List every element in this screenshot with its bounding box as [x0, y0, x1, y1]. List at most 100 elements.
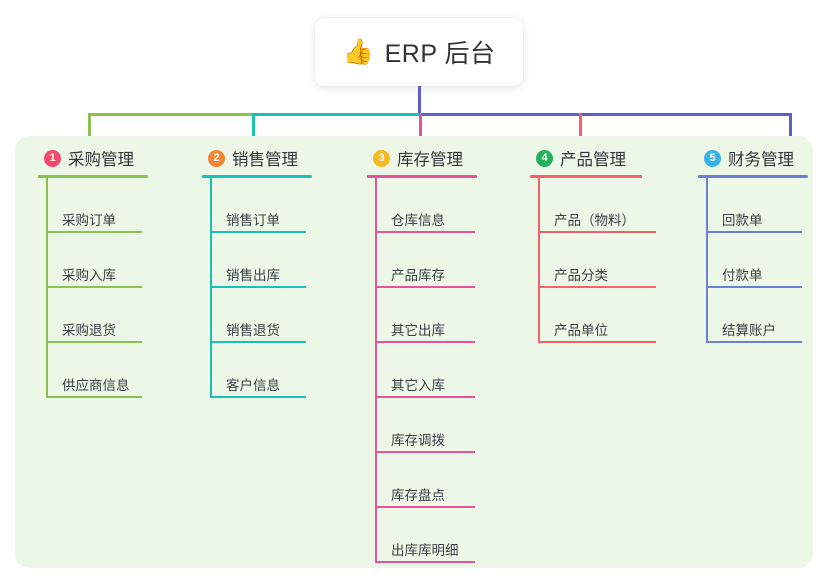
branch-item-label: 其它出库: [391, 323, 445, 338]
bus-segment-2: [252, 113, 420, 116]
branch-item[interactable]: 产品库存: [375, 233, 477, 288]
branch-item-underline: [375, 396, 475, 398]
bus-segment-3: [419, 113, 790, 116]
branch-header-rule: [202, 175, 312, 178]
branch-item[interactable]: 销售退货: [210, 288, 312, 343]
branch-item-label: 供应商信息: [62, 378, 130, 393]
branch-item[interactable]: 销售出库: [210, 233, 312, 288]
branch-item-label: 付款单: [722, 268, 763, 283]
branch-header-rule: [38, 175, 148, 178]
branch-item-underline: [46, 231, 142, 233]
branch-header-rule: [530, 175, 642, 178]
branch-number-badge: 1: [44, 149, 61, 167]
root-node-content: 👍 ERP 后台: [342, 34, 495, 70]
branch-item-list: 采购订单采购入库采购退货供应商信息: [46, 178, 148, 398]
branch-column-5: 5 财务管理回款单付款单结算账户: [698, 145, 808, 343]
branch-item-label: 产品库存: [391, 268, 445, 283]
branch-item[interactable]: 回款单: [706, 178, 808, 233]
branch-number-badge: 4: [536, 149, 553, 167]
branch-item[interactable]: 产品（物料）: [538, 178, 656, 233]
branch-item[interactable]: 采购订单: [46, 178, 148, 233]
branch-number-badge: 2: [208, 149, 225, 167]
branch-title: 财务管理: [728, 151, 794, 169]
branch-item[interactable]: 客户信息: [210, 343, 312, 398]
branch-item-label: 采购订单: [62, 213, 116, 228]
branch-item-underline: [375, 341, 475, 343]
branch-column-2: 2 销售管理销售订单销售出库销售退货客户信息: [202, 145, 312, 398]
thumbs-up-icon: 👍: [342, 37, 374, 66]
branch-item-label: 其它入库: [391, 378, 445, 393]
branch-item-list: 仓库信息产品库存其它出库其它入库库存调拨库存盘点出库库明细: [375, 178, 477, 563]
branch-item-label: 回款单: [722, 213, 763, 228]
branch-item-underline: [706, 286, 802, 288]
branch-item-underline: [210, 396, 306, 398]
branch-item[interactable]: 结算账户: [706, 288, 808, 343]
branch-spine-line: [375, 178, 377, 563]
branch-item-label: 产品单位: [554, 323, 608, 338]
branch-header-5[interactable]: 5 财务管理: [698, 145, 808, 171]
branch-item-label: 产品（物料）: [554, 213, 635, 228]
branch-item-label: 销售订单: [226, 213, 280, 228]
branch-item-underline: [46, 286, 142, 288]
branch-item-underline: [538, 286, 656, 288]
branch-item-label: 客户信息: [226, 378, 280, 393]
branch-item[interactable]: 销售订单: [210, 178, 312, 233]
branch-item-list: 回款单付款单结算账户: [706, 178, 808, 343]
branch-item[interactable]: 其它出库: [375, 288, 477, 343]
branch-item-underline: [210, 341, 306, 343]
branch-item-underline: [46, 396, 142, 398]
branch-item-underline: [210, 231, 306, 233]
branch-item[interactable]: 采购入库: [46, 233, 148, 288]
branch-item-underline: [46, 341, 142, 343]
branch-spine-line: [706, 178, 708, 343]
branch-title: 销售管理: [232, 151, 298, 169]
branch-item-underline: [375, 451, 475, 453]
branch-item-underline: [210, 286, 306, 288]
branch-item[interactable]: 出库库明细: [375, 508, 477, 563]
branch-item-label: 产品分类: [554, 268, 608, 283]
root-node-card[interactable]: 👍 ERP 后台: [315, 18, 523, 86]
branch-item-underline: [538, 231, 656, 233]
branch-number-badge: 5: [704, 149, 721, 167]
branch-item-label: 销售出库: [226, 268, 280, 283]
branch-item-label: 库存盘点: [391, 488, 445, 503]
branch-item-label: 采购退货: [62, 323, 116, 338]
root-stem-line: [418, 86, 421, 115]
branch-item-label: 仓库信息: [391, 213, 445, 228]
branch-item-label: 结算账户: [722, 323, 776, 338]
branches-panel: [15, 136, 813, 568]
branch-column-4: 4 产品管理产品（物料） 产品分类产品单位: [530, 145, 656, 343]
branch-header-1[interactable]: 1 采购管理: [38, 145, 148, 171]
branch-title: 产品管理: [560, 151, 626, 169]
branch-drop-5: [789, 113, 792, 145]
branch-item[interactable]: 付款单: [706, 233, 808, 288]
branch-title: 库存管理: [397, 151, 463, 169]
branch-item[interactable]: 供应商信息: [46, 343, 148, 398]
branch-header-2[interactable]: 2 销售管理: [202, 145, 312, 171]
branch-item-label: 出库库明细: [391, 543, 459, 558]
branch-drop-2: [252, 113, 255, 145]
branch-item-list: 产品（物料） 产品分类产品单位: [538, 178, 656, 343]
branch-item[interactable]: 采购退货: [46, 288, 148, 343]
branch-header-4[interactable]: 4 产品管理: [530, 145, 642, 171]
branch-item[interactable]: 库存盘点: [375, 453, 477, 508]
branch-item[interactable]: 库存调拨: [375, 398, 477, 453]
branch-item[interactable]: 仓库信息: [375, 178, 477, 233]
branch-item-label: 销售退货: [226, 323, 280, 338]
branch-item[interactable]: 其它入库: [375, 343, 477, 398]
branch-item-underline: [375, 286, 475, 288]
branch-drop-1: [88, 113, 91, 145]
branch-item-underline: [706, 341, 802, 343]
branch-header-rule: [367, 175, 477, 178]
branch-item[interactable]: 产品单位: [538, 288, 656, 343]
branch-spine-line: [46, 178, 48, 398]
branch-item-list: 销售订单销售出库销售退货客户信息: [210, 178, 312, 398]
branch-title: 采购管理: [68, 151, 134, 169]
branch-column-1: 1 采购管理采购订单采购入库采购退货供应商信息: [38, 145, 148, 398]
branch-spine-line: [210, 178, 212, 398]
branch-header-rule: [698, 175, 808, 178]
branch-item[interactable]: 产品分类: [538, 233, 656, 288]
